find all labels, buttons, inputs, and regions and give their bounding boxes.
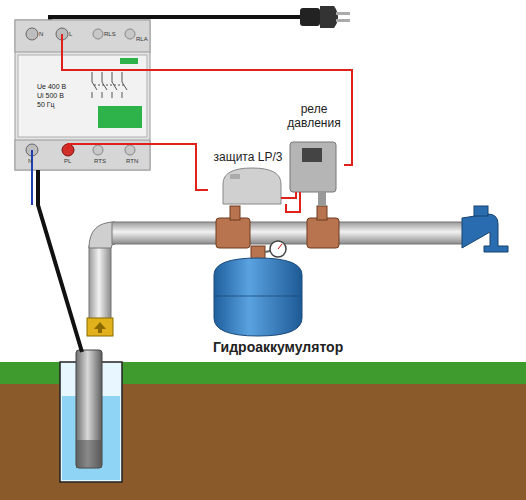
tee-fitting bbox=[230, 206, 240, 220]
pressure-switch-port bbox=[318, 192, 326, 206]
wire bbox=[150, 70, 352, 165]
wire bbox=[68, 144, 150, 150]
terminal-screw bbox=[125, 145, 135, 155]
wire bbox=[62, 34, 150, 70]
terminal-label: RLS bbox=[104, 31, 116, 37]
tee-fitting bbox=[307, 218, 339, 248]
pressure-switch: реле давления bbox=[284, 100, 344, 208]
terminal-label: RTS bbox=[94, 158, 106, 164]
check-valve bbox=[87, 318, 113, 336]
terminal-label: L bbox=[69, 31, 72, 37]
node-text: защита LP/3 bbox=[208, 150, 288, 164]
tank-seam bbox=[214, 296, 302, 297]
terminal-screw bbox=[125, 29, 135, 39]
node-text: Гидроаккумулятор bbox=[213, 339, 365, 356]
terminal-screw bbox=[93, 29, 103, 39]
pipe bbox=[112, 222, 467, 244]
plug-pin bbox=[336, 19, 350, 22]
terminal-label: RTN bbox=[126, 158, 138, 164]
terminal-screw bbox=[93, 145, 103, 155]
wire bbox=[286, 192, 300, 212]
tee-fitting bbox=[317, 206, 327, 220]
node-text: Ue 400 В bbox=[37, 82, 150, 91]
relay-body bbox=[15, 20, 150, 170]
plug-pin bbox=[336, 12, 350, 15]
contact-symbol bbox=[94, 85, 126, 86]
label-plate bbox=[98, 106, 142, 128]
node-text: 50 Гц bbox=[37, 100, 150, 109]
terminal-label: N bbox=[28, 158, 32, 164]
lp3-housing bbox=[223, 168, 281, 204]
pressure-switch-window bbox=[302, 148, 322, 162]
lp3-button bbox=[230, 174, 240, 179]
pressure-gauge bbox=[270, 241, 286, 257]
tee-fitting bbox=[216, 218, 250, 248]
terminal-label: RLA bbox=[136, 36, 148, 42]
plug bbox=[320, 6, 338, 28]
gauge-needle bbox=[278, 244, 282, 249]
accumulator: Гидроаккумулятор bbox=[205, 255, 365, 359]
indicator bbox=[120, 58, 138, 64]
node-text: Ui 500 В bbox=[37, 91, 150, 100]
node-text: реле давления bbox=[284, 102, 344, 130]
pump-cable bbox=[38, 170, 82, 352]
wire bbox=[150, 144, 208, 190]
pipe-elbow bbox=[89, 222, 115, 248]
plug bbox=[300, 8, 320, 26]
terminal-strip bbox=[15, 20, 150, 52]
terminal-label: N bbox=[39, 31, 43, 37]
terminal-screw bbox=[26, 28, 38, 40]
terminal-label: PL bbox=[64, 158, 71, 164]
contact-symbol bbox=[92, 72, 127, 98]
faucet-handle bbox=[474, 206, 488, 216]
pressure-switch-housing bbox=[290, 142, 336, 192]
contact-symbol bbox=[92, 72, 127, 98]
terminal-strip bbox=[15, 140, 150, 170]
pump bbox=[76, 350, 102, 468]
pump-intake bbox=[76, 440, 102, 468]
relay-device: Ue 400 ВUi 500 В50 Гц bbox=[15, 20, 150, 170]
faucet bbox=[462, 214, 508, 252]
lp3-protection: защита LP/3 bbox=[208, 148, 288, 208]
flow-arrow bbox=[94, 322, 106, 333]
tank bbox=[214, 258, 302, 336]
wire bbox=[281, 192, 296, 198]
